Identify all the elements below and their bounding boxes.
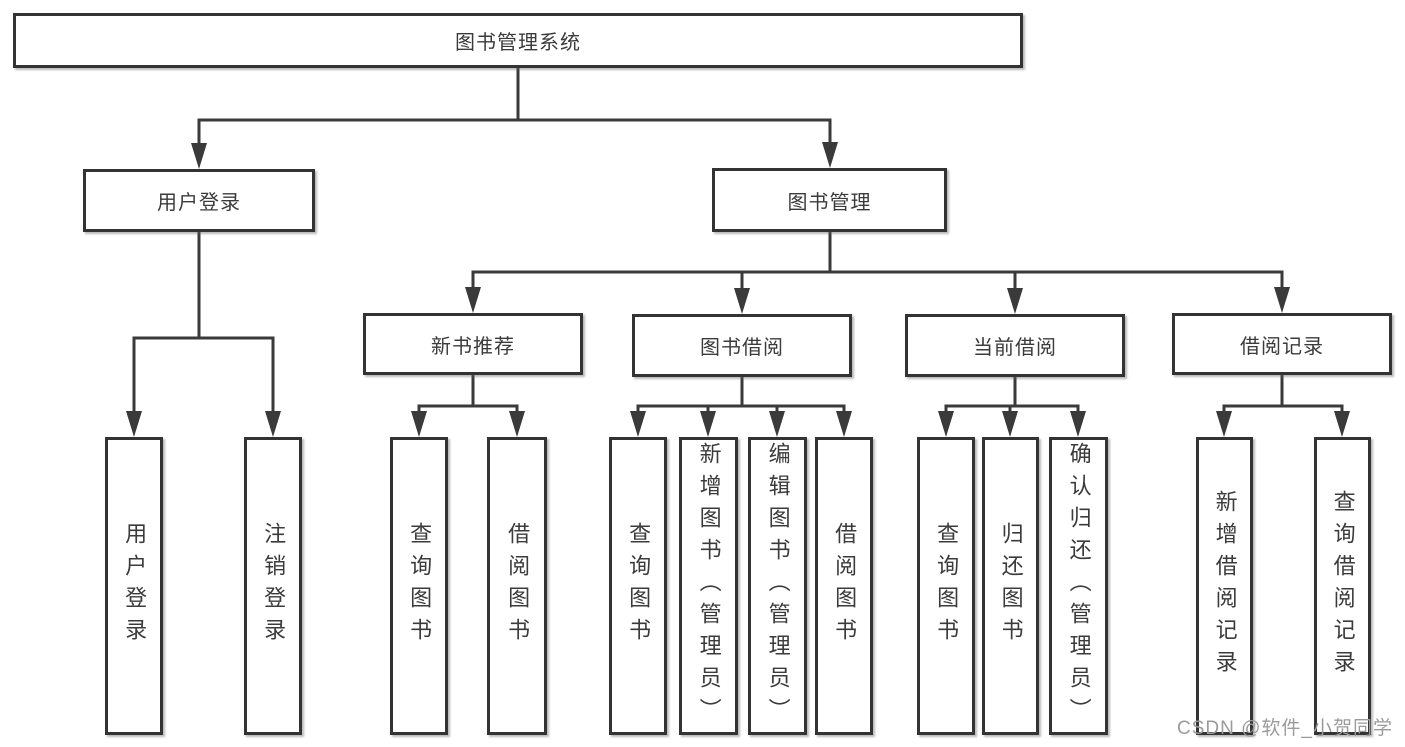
leaf-logout-label: 注销登录 [261,522,287,650]
leaf-add-borrow-record: 新增借阅记录 [1196,437,1253,735]
leaf-confirm-return-admin: 确认归还（管理员） [1049,437,1108,735]
node-user-login: 用户登录 [83,169,315,232]
leaf-borrow-books-recommend: 借阅图书 [487,437,547,735]
leaf-return-books: 归还图书 [982,437,1039,735]
leaf-label: 查询借阅记录 [1330,490,1356,682]
leaf-query-borrow-record: 查询借阅记录 [1314,437,1371,735]
node-borrow-records-label: 借阅记录 [1240,335,1324,358]
leaf-label: 借阅图书 [832,522,858,650]
leaf-label: 借阅图书 [505,522,531,650]
leaf-label: 新增借阅记录 [1212,490,1238,682]
leaf-label: 编辑图书（管理员） [765,442,791,730]
leaf-query-books-borrow: 查询图书 [609,437,667,735]
leaf-label: 查询图书 [934,522,960,650]
leaf-user-login: 用户登录 [105,437,163,735]
leaf-query-books-current: 查询图书 [917,437,975,735]
node-book-borrow: 图书借阅 [632,314,852,377]
leaf-user-login-label: 用户登录 [122,522,148,650]
leaf-add-books-admin: 新增图书（管理员） [679,437,738,735]
leaf-label: 归还图书 [998,522,1024,650]
leaf-label: 新增图书（管理员） [696,442,722,730]
node-library-system: 图书管理系统 [13,13,1023,68]
node-new-book-recommend-label: 新书推荐 [431,335,515,358]
leaf-borrow-books: 借阅图书 [815,437,873,735]
node-book-management-label: 图书管理 [787,191,872,214]
node-library-system-label: 图书管理系统 [455,32,581,54]
node-user-login-label: 用户登录 [157,192,241,214]
node-borrow-records: 借阅记录 [1172,313,1392,375]
node-book-management: 图书管理 [712,168,947,232]
node-new-book-recommend: 新书推荐 [363,313,583,375]
leaf-label: 查询图书 [626,522,652,650]
arrowheads [126,142,1350,437]
leaf-edit-books-admin: 编辑图书（管理员） [748,437,807,735]
leaf-logout: 注销登录 [244,437,302,735]
leaf-query-books-recommend: 查询图书 [390,437,448,735]
leaf-label: 确认归还（管理员） [1066,442,1092,730]
leaf-label: 查询图书 [407,522,433,650]
csdn-watermark: CSDN @软件_小贺同学 [1177,718,1393,739]
node-current-borrow-label: 当前借阅 [973,337,1057,359]
node-current-borrow: 当前借阅 [905,314,1125,377]
node-book-borrow-label: 图书借阅 [700,337,784,359]
